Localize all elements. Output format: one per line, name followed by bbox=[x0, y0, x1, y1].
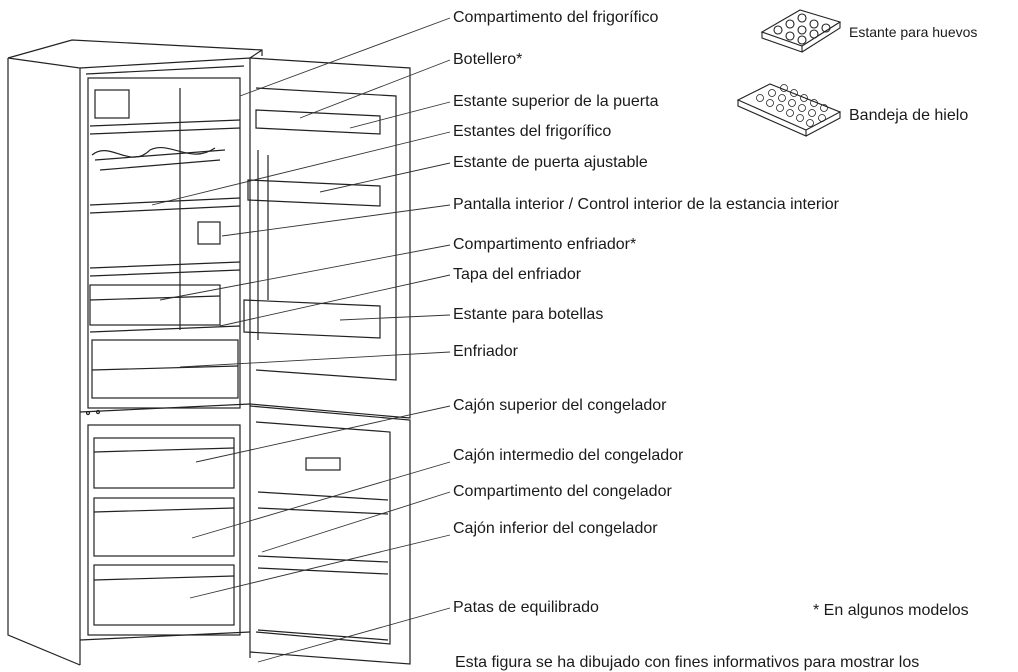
callout-upper-freezer-drawer: Cajón superior del congelador bbox=[453, 397, 667, 414]
callout-bottle-shelf: Estante para botellas bbox=[453, 306, 604, 323]
egg-tray-drawing bbox=[760, 9, 842, 53]
callout-chiller-compartment: Compartimento enfriador* bbox=[453, 236, 637, 253]
callout-upper-door-shelf: Estante superior de la puerta bbox=[453, 93, 659, 110]
cabinet-body bbox=[7, 39, 263, 666]
fridge-door-drawing bbox=[243, 57, 411, 419]
callout-bottle-rack: Botellero* bbox=[453, 51, 523, 68]
fridge-compartment-drawing bbox=[87, 77, 241, 409]
callout-fridge-shelves: Estantes del frigorífico bbox=[453, 123, 612, 140]
leader-lines bbox=[151, 17, 451, 663]
callout-interior-display: Pantalla interior / Control interior de … bbox=[453, 196, 839, 213]
ice-tray-drawing bbox=[736, 83, 842, 137]
callout-middle-freezer-drawer: Cajón intermedio del congelador bbox=[453, 447, 684, 464]
callout-leveling-feet: Patas de equilibrado bbox=[453, 599, 599, 616]
caption: Esta figura se ha dibujado con fines inf… bbox=[455, 654, 920, 671]
accessory-egg-tray-label: Estante para huevos bbox=[849, 24, 978, 40]
callout-chiller: Enfriador bbox=[453, 343, 518, 360]
freezer-compartment-drawing bbox=[79, 403, 251, 636]
footnote: * En algunos modelos bbox=[813, 602, 969, 619]
callout-freezer-compartment: Compartimento del congelador bbox=[453, 483, 672, 500]
callout-lower-freezer-drawer: Cajón inferior del congelador bbox=[453, 520, 658, 537]
callout-chiller-cover: Tapa del enfriador bbox=[453, 266, 582, 283]
callout-adjustable-door-shelf: Estante de puerta ajustable bbox=[453, 154, 648, 171]
freezer-door-drawing bbox=[249, 405, 411, 665]
callout-fridge-compartment: Compartimento del frigorífico bbox=[453, 9, 659, 26]
accessory-ice-tray-label: Bandeja de hielo bbox=[849, 107, 969, 124]
